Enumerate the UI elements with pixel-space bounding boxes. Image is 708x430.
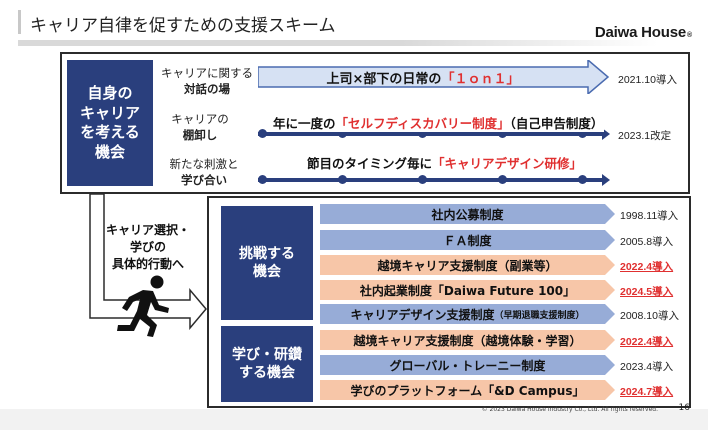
self-discovery-text-after: （自己申告制度） [509, 116, 604, 131]
timeline-dot [338, 175, 347, 184]
timeline-dot [498, 129, 507, 138]
program-daiwa-future-100: 社内起業制度「Daiwa Future 100」 [320, 280, 615, 300]
career-design-arrow [258, 174, 610, 186]
row-label-line1: キャリアに関する [161, 66, 253, 80]
program-text: キャリアデザイン支援制度 [350, 307, 495, 322]
arrow-shaft [258, 178, 604, 182]
program-date: 2022.4導入 [620, 261, 674, 273]
timeline-dot [258, 129, 267, 138]
slide-title-area: キャリア自律を促すための支援スキーム [18, 8, 618, 38]
program-date: 1998.11導入 [620, 210, 679, 222]
program-global-trainee: グローバル・トレーニー制度 [320, 355, 615, 375]
title-underline [18, 40, 658, 46]
one-on-one-text-before: 上司×部下の日常の [326, 72, 442, 87]
program-text: グローバル・トレーニー制度 [389, 358, 546, 373]
timeline-dot [498, 175, 507, 184]
running-person-icon [117, 275, 169, 337]
program-date: 2024.5導入 [620, 286, 674, 298]
title-accent-bar [18, 10, 21, 34]
page-title: キャリア自律を促すための支援スキーム [30, 16, 336, 36]
timeline-dot [578, 175, 587, 184]
self-reflection-label-text: 自身の キャリア を考える 機会 [79, 84, 140, 161]
self-discovery-text-before: 年に一度の [273, 116, 336, 131]
program-career-design-support: キャリアデザイン支援制度（早期退職支援制度） [320, 304, 615, 324]
row-label-inventory: キャリアの 棚卸し [150, 112, 250, 143]
career-design-highlight: 「キャリアデザイン研修」 [432, 156, 583, 171]
timeline-dot [418, 175, 427, 184]
one-on-one-text: 上司×部下の日常の「１ｏｎ１」 [258, 68, 588, 87]
logo-registered-mark: ® [687, 32, 692, 39]
program-date: 2005.8導入 [620, 236, 674, 248]
self-discovery-text: 年に一度の「セルフディスカバリー制度」（自己申告制度） [272, 113, 605, 132]
company-logo: Daiwa House® [595, 24, 692, 41]
program-fa: ＦＡ制度 [320, 230, 615, 250]
program-text: 越境キャリア支援制度（越境体験・学習） [353, 333, 582, 348]
one-on-one-arrow [258, 60, 610, 94]
program-date: 2024.7導入 [620, 386, 674, 398]
learning-label-text: 学び・研鑽 する機会 [232, 346, 302, 381]
self-discovery-highlight: 「セルフディスカバリー制度」 [335, 116, 510, 131]
program-text: 越境キャリア支援制度（副業等） [377, 258, 558, 273]
footer-bar [0, 409, 708, 430]
self-discovery-arrow [258, 128, 610, 140]
program-date: 2022.4導入 [620, 336, 674, 348]
challenge-label: 挑戦する 機会 [221, 206, 313, 320]
program-date: 2008.10導入 [620, 310, 679, 322]
one-on-one-highlight: 「１ｏｎ１」 [441, 72, 520, 87]
program-cross-border-side-job: 越境キャリア支援制度（副業等） [320, 255, 615, 275]
program-text: 社内起業制度「Daiwa Future 100」 [359, 283, 576, 298]
row-label-line1: キャリアの [171, 112, 229, 126]
date-self-discovery: 2023.1改定 [618, 130, 672, 142]
timeline-dot [578, 129, 587, 138]
timeline-dot [338, 129, 347, 138]
program-subtext: （早期退職支援制度） [494, 310, 585, 321]
timeline-dot [258, 175, 267, 184]
program-cross-border-learning: 越境キャリア支援制度（越境体験・学習） [320, 330, 615, 350]
logo-text: Daiwa House [594, 24, 687, 41]
row-label-line2: 学び合い [181, 172, 227, 187]
learning-label: 学び・研鑽 する機会 [221, 326, 313, 402]
challenge-label-text: 挑戦する 機会 [239, 245, 295, 280]
row-label-line2: 棚卸し [182, 127, 218, 142]
arrow-shaft [258, 132, 604, 136]
copyright-text: © 2023 Daiwa House Industry Co., Ltd. Al… [481, 406, 658, 413]
row-label-line2: 対話の場 [184, 81, 230, 96]
program-internal-recruitment: 社内公募制度 [320, 204, 615, 224]
program-d-campus: 学びのプラットフォーム「&D Campus」 [320, 380, 615, 400]
self-reflection-label: 自身の キャリア を考える 機会 [67, 60, 153, 186]
career-design-text: 節目のタイミング毎に「キャリアデザイン研修」 [306, 153, 584, 172]
program-text: 学びのプラットフォーム「&D Campus」 [350, 383, 585, 398]
program-date: 2023.4導入 [620, 361, 674, 373]
program-text: 社内公募制度 [431, 207, 504, 222]
timeline-dot [418, 129, 427, 138]
row-label-line1: 新たな刺激と [169, 157, 239, 171]
arrow-head [602, 174, 610, 186]
row-label-dialogue: キャリアに関する 対話の場 [157, 66, 257, 97]
date-1on1: 2021.10導入 [618, 74, 677, 86]
arrow-head [602, 128, 610, 140]
career-design-text-before: 節目のタイミング毎に [307, 156, 433, 171]
program-text: ＦＡ制度 [443, 233, 492, 248]
row-label-stimulation: 新たな刺激と 学び合い [154, 157, 254, 188]
page-number: 16 [678, 403, 690, 413]
connector-text: キャリア選択・ 学びの 具体的行動へ [105, 223, 190, 271]
